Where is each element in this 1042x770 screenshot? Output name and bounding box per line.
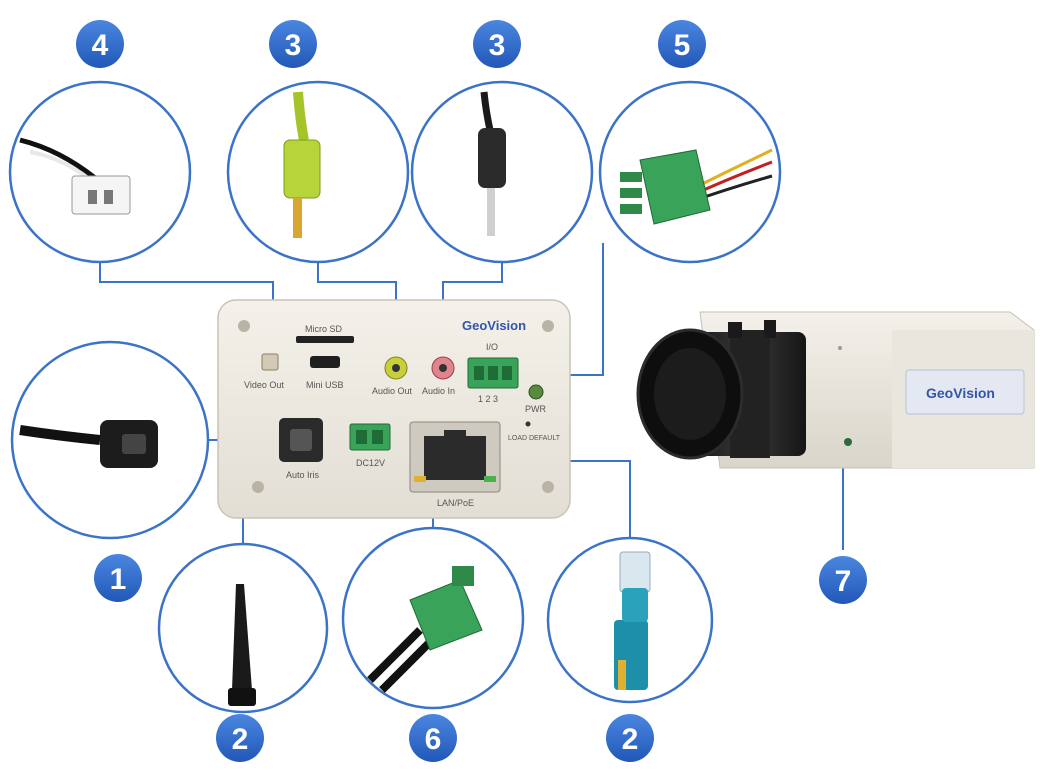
panel-screw [238, 320, 250, 332]
pwr-label: PWR [525, 404, 546, 414]
video-out-connector-image [19, 137, 131, 215]
number-badges: 4 3 3 5 1 2 6 2 [76, 20, 867, 762]
power-plug-image [19, 420, 158, 468]
dc12v-label: DC12V [356, 458, 385, 468]
micro-sd-slot[interactable] [296, 336, 354, 343]
io-pin-numbers: 1 2 3 [478, 394, 498, 404]
badge-1: 1 [94, 554, 142, 602]
badge-7: 7 [819, 556, 867, 604]
audio-out-label: Audio Out [372, 386, 413, 396]
svg-text:2: 2 [622, 723, 639, 756]
audio-out-cable-image [283, 91, 321, 238]
panel-brand: GeoVision [462, 318, 526, 333]
antenna-image [228, 584, 256, 706]
rear-panel: GeoVision Micro SD Video Out Mini USB Au… [217, 299, 571, 519]
svg-text:4: 4 [92, 29, 109, 62]
badge-2b: 2 [606, 714, 654, 762]
svg-text:3: 3 [285, 29, 302, 62]
micro-sd-label: Micro SD [305, 324, 343, 334]
svg-text:5: 5 [674, 29, 691, 62]
badge-3a: 3 [269, 20, 317, 68]
lan-poe-label: LAN/PoE [437, 498, 474, 508]
svg-text:6: 6 [425, 723, 442, 756]
dc12v-terminal-image [367, 566, 483, 693]
audio-in-cable-image [478, 91, 506, 236]
camera-brand-plate [905, 369, 1025, 415]
panel-screw [542, 320, 554, 332]
svg-text:2: 2 [232, 723, 249, 756]
badge-5: 5 [658, 20, 706, 68]
io-label: I/O [486, 342, 498, 352]
camera-status-led [844, 438, 852, 446]
camera-brand: GeoVision [926, 385, 995, 401]
badge-2a: 2 [216, 714, 264, 762]
mini-usb-label: Mini USB [306, 380, 344, 390]
auto-iris-label: Auto Iris [286, 470, 320, 480]
load-default-label: LOAD DEFAULT [508, 435, 561, 442]
callout-video-out [8, 80, 192, 264]
io-terminal-image [620, 148, 773, 225]
panel-screw [542, 481, 554, 493]
load-default-button[interactable] [525, 421, 531, 427]
rj45-cable-image [614, 551, 651, 690]
svg-text:3: 3 [489, 29, 506, 62]
panel-screw [252, 481, 264, 493]
badge-3b: 3 [473, 20, 521, 68]
video-out-port[interactable] [261, 353, 279, 371]
svg-text:1: 1 [110, 563, 127, 596]
mini-usb-port[interactable] [310, 356, 340, 368]
badge-4: 4 [76, 20, 124, 68]
audio-in-label: Audio In [422, 386, 455, 396]
pwr-led [528, 384, 544, 400]
badge-6: 6 [409, 714, 457, 762]
svg-text:7: 7 [835, 565, 852, 598]
camera-body: GeoVision [636, 311, 1035, 469]
video-out-label: Video Out [244, 380, 284, 390]
